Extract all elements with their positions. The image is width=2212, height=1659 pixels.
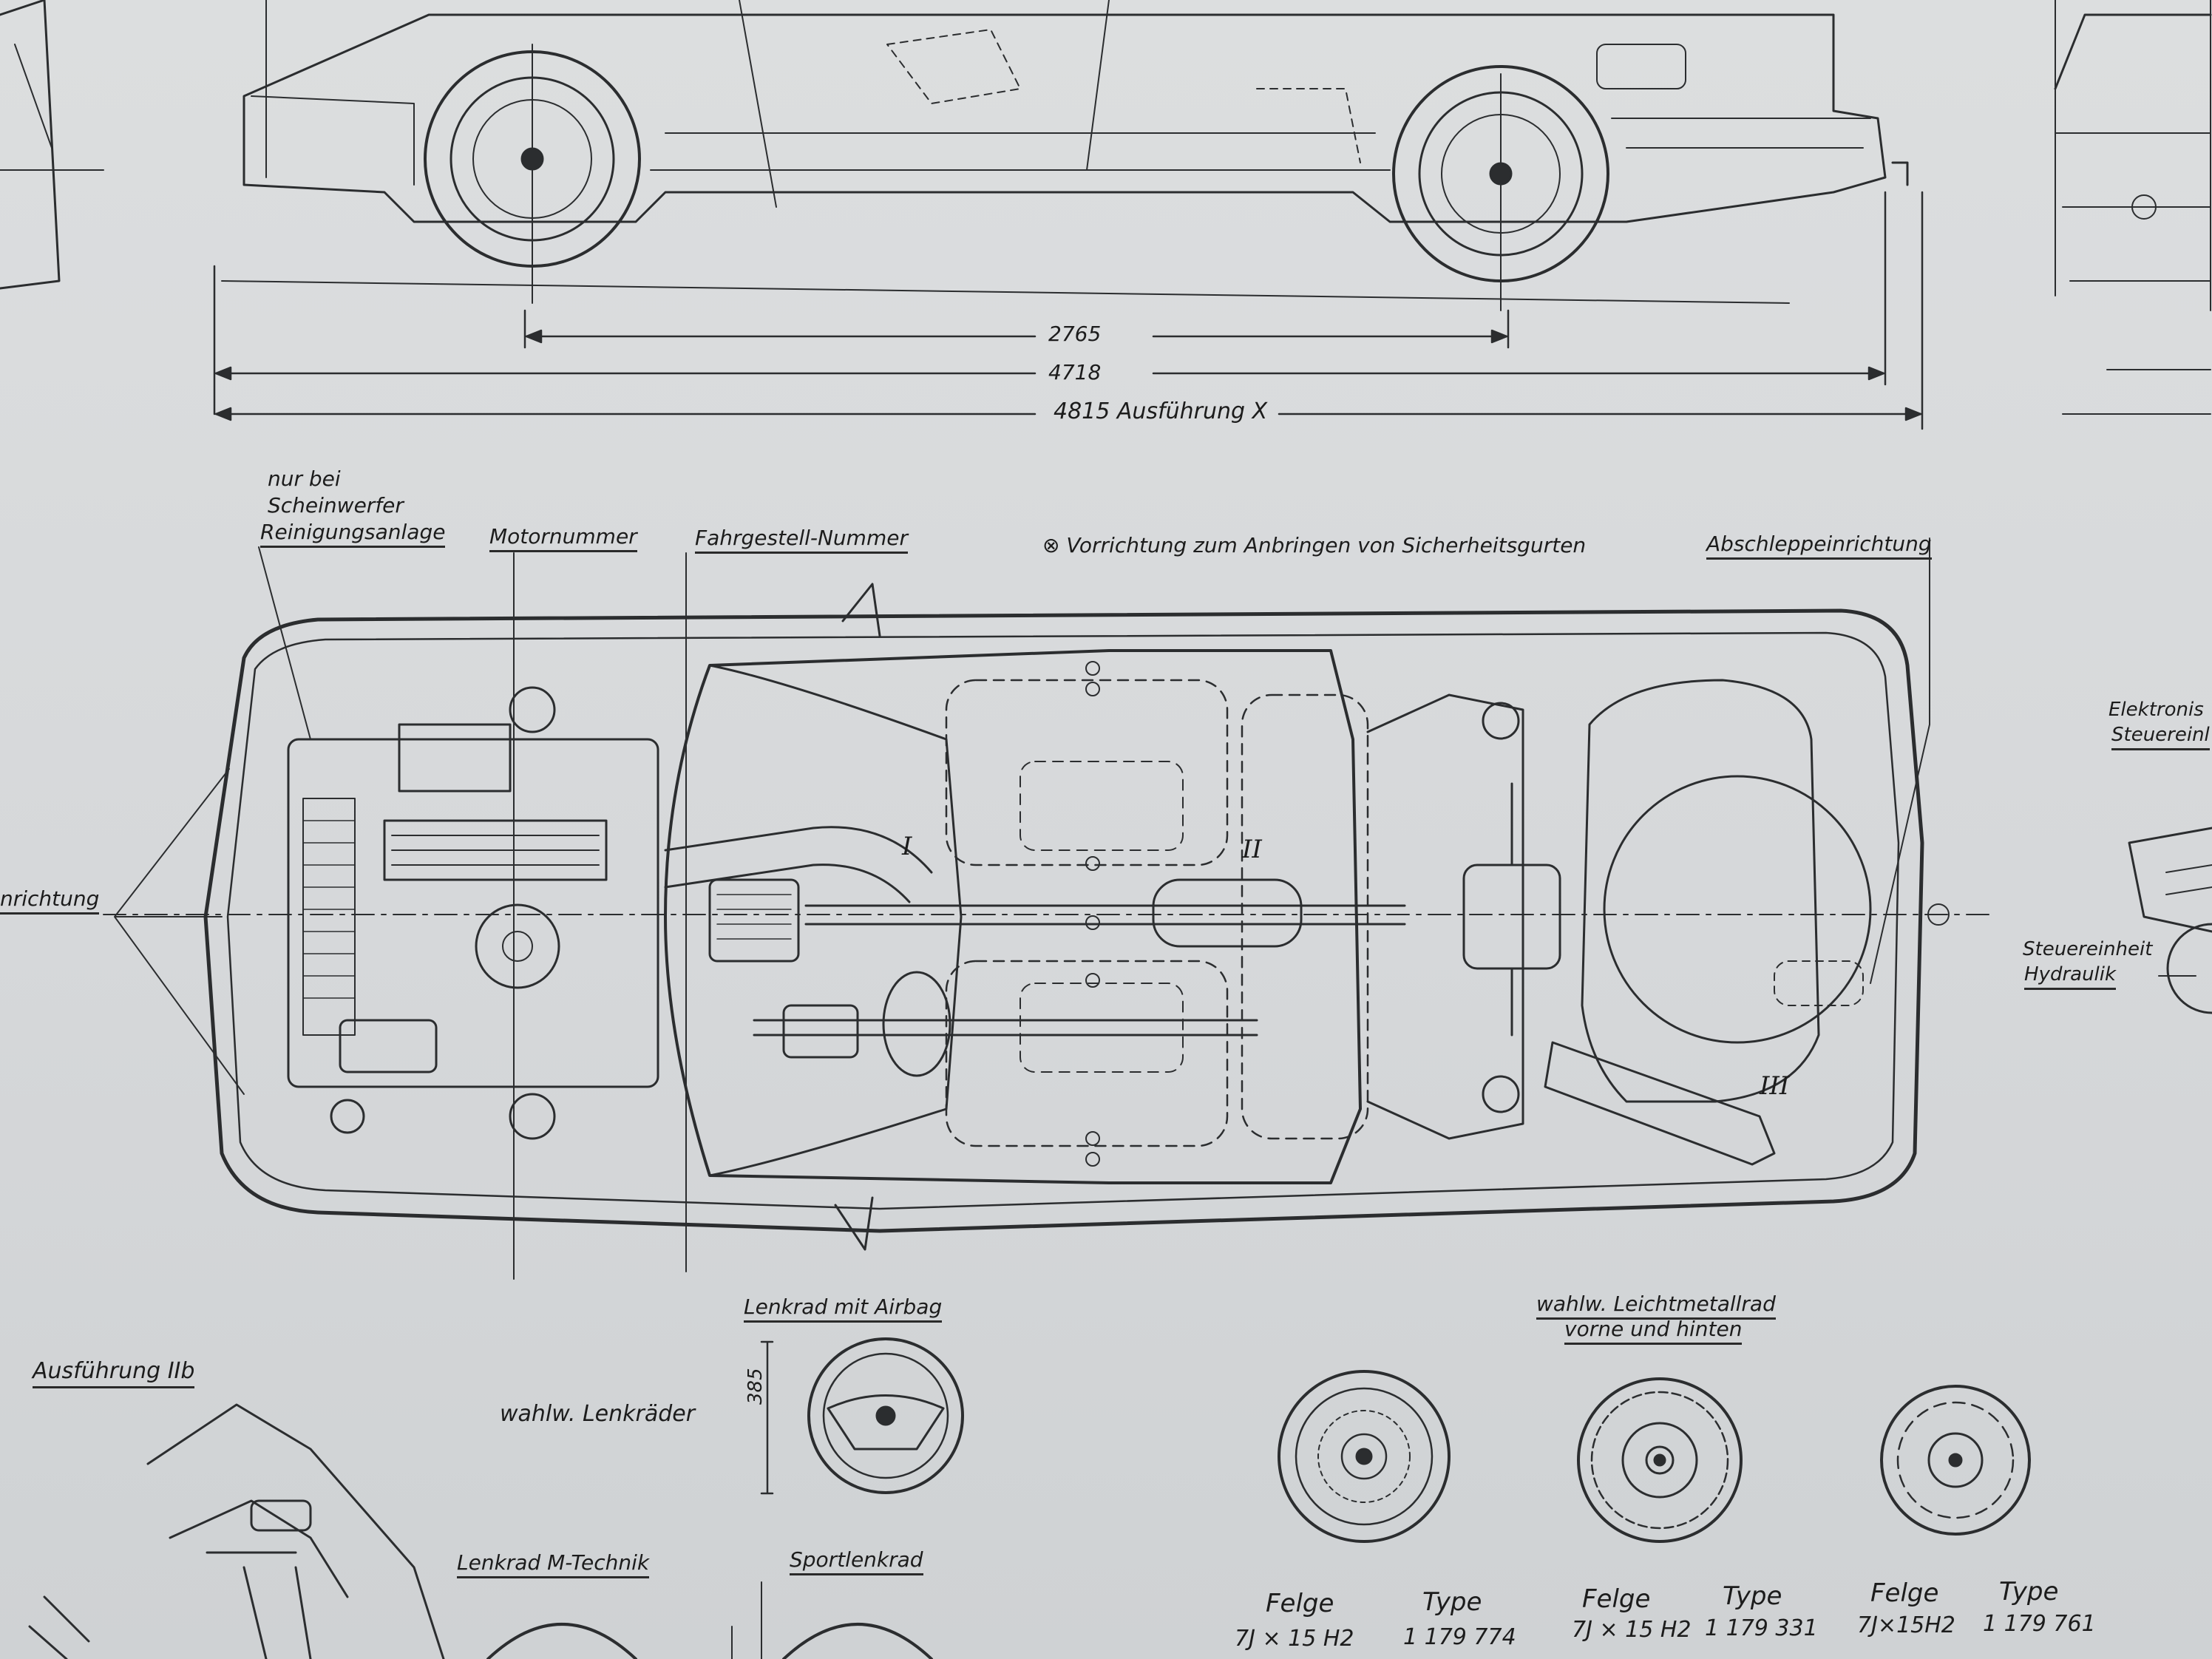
dimension-lines [213,191,1924,430]
wheel-dimension: 385 [744,1368,767,1405]
rim-1-felge-label: Felge [1266,1589,1334,1618]
hydraulic-unit-line1: Steuereinheit [2023,938,2153,960]
dim-length-variant-x: 4815 Ausführung X [1054,398,1268,424]
chassis-number-label: Fahrgestell-Nummer [695,526,908,554]
front-view-partial [0,0,104,290]
variant-iib-label: Ausführung IIb [33,1358,195,1388]
zone-label-2: II [1242,835,1262,864]
rim-2-type-label: Type [1723,1581,1782,1611]
sport-wheel-label: Sportlenkrad [790,1547,923,1576]
rim-3-felge-label: Felge [1870,1578,1939,1608]
leader-lines [114,537,2196,1280]
rim-3-type-label: Type [1999,1577,2059,1607]
alloy-rims [1278,1370,2031,1543]
belt-anchor-note: ⊗ Vorrichtung zum Anbringen von Sicherhe… [1042,533,1587,557]
steering-wheels [486,1337,964,1659]
rim-3-felge-value: 7J×15H2 [1857,1612,1955,1638]
variant-iib-drawing [28,1403,445,1659]
zone-label-3: III [1760,1071,1790,1101]
rim-2-type-value: 1 179 331 [1705,1615,1818,1641]
electronic-unit-line1: Elektronis [2108,699,2204,721]
rim-1-type-value: 1 179 774 [1403,1624,1516,1650]
hydraulic-unit-line2: Hydraulik [2024,963,2117,990]
belt-anchor-symbol: ⊗ [1042,533,1067,557]
rim-1-felge-value: 7J × 15 H2 [1235,1626,1354,1652]
airbag-wheel-label: Lenkrad mit Airbag [744,1295,943,1323]
electronic-unit-line2: Steuereinl [2111,724,2210,750]
side-view-car [221,0,1909,311]
washer-label-line1: nur bei [268,467,341,491]
rim-2-felge-label: Felge [1582,1584,1651,1614]
dim-wheelbase: 2765 [1048,322,1102,346]
alloy-wheel-label-line1: wahlw. Leichtmetallrad [1536,1292,1776,1320]
optional-wheels-label: wahlw. Lenkräder [500,1401,696,1427]
plan-view-chassis [103,583,1997,1251]
towing-label: Abschleppeinrichtung [1706,532,1932,560]
rear-view-partial [2054,0,2212,415]
engine-number-label: Motornummer [489,524,637,553]
zone-label-1: I [902,832,912,861]
washer-label-line3: Reinigungsanlage [260,520,446,549]
alloy-wheel-label-line2: vorne und hinten [1564,1317,1743,1346]
left-cut-label: nrichtung [0,886,100,915]
washer-label-line2: Scheinwerfer [268,493,404,518]
m-technik-wheel-label: Lenkrad M-Technik [457,1550,650,1579]
hydraulic-unit-partial [2128,827,2212,1014]
dim-length: 4718 [1048,360,1102,384]
rim-2-felge-value: 7J × 15 H2 [1572,1617,1692,1643]
rim-3-type-value: 1 179 761 [1983,1611,2096,1637]
belt-anchor-text: Vorrichtung zum Anbringen von Sicherheit… [1066,533,1587,557]
rim-1-type-label: Type [1422,1587,1482,1617]
